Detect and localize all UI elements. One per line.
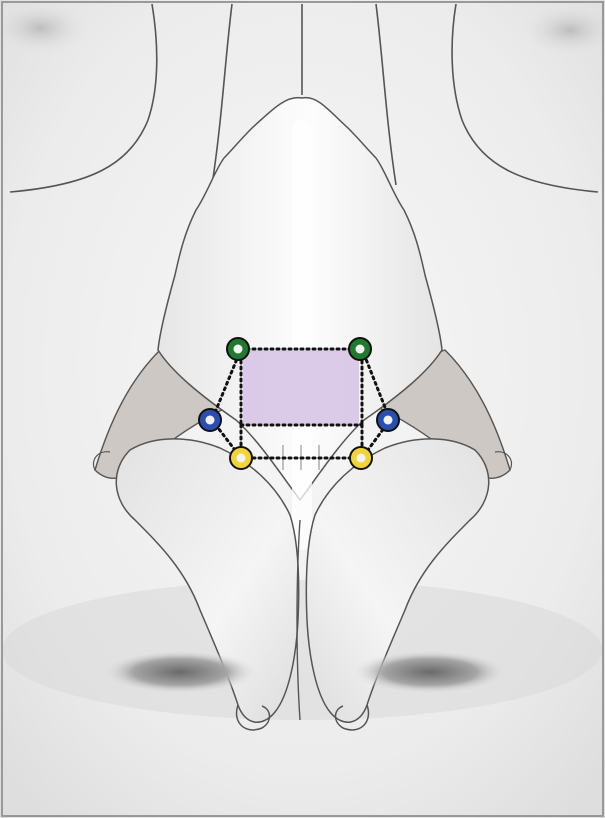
yellow-marker-left [230, 447, 252, 469]
left-nostril [102, 650, 258, 694]
nasal-base-shadow [2, 580, 602, 720]
yellow-marker-right [350, 447, 372, 469]
highlighted-region [243, 350, 359, 424]
green-marker-left [227, 338, 249, 360]
dorsal-highlight [292, 120, 312, 550]
blue-marker-right [377, 409, 399, 431]
blue-marker-left [199, 409, 221, 431]
right-nostril [352, 650, 508, 694]
green-marker-right [349, 338, 371, 360]
